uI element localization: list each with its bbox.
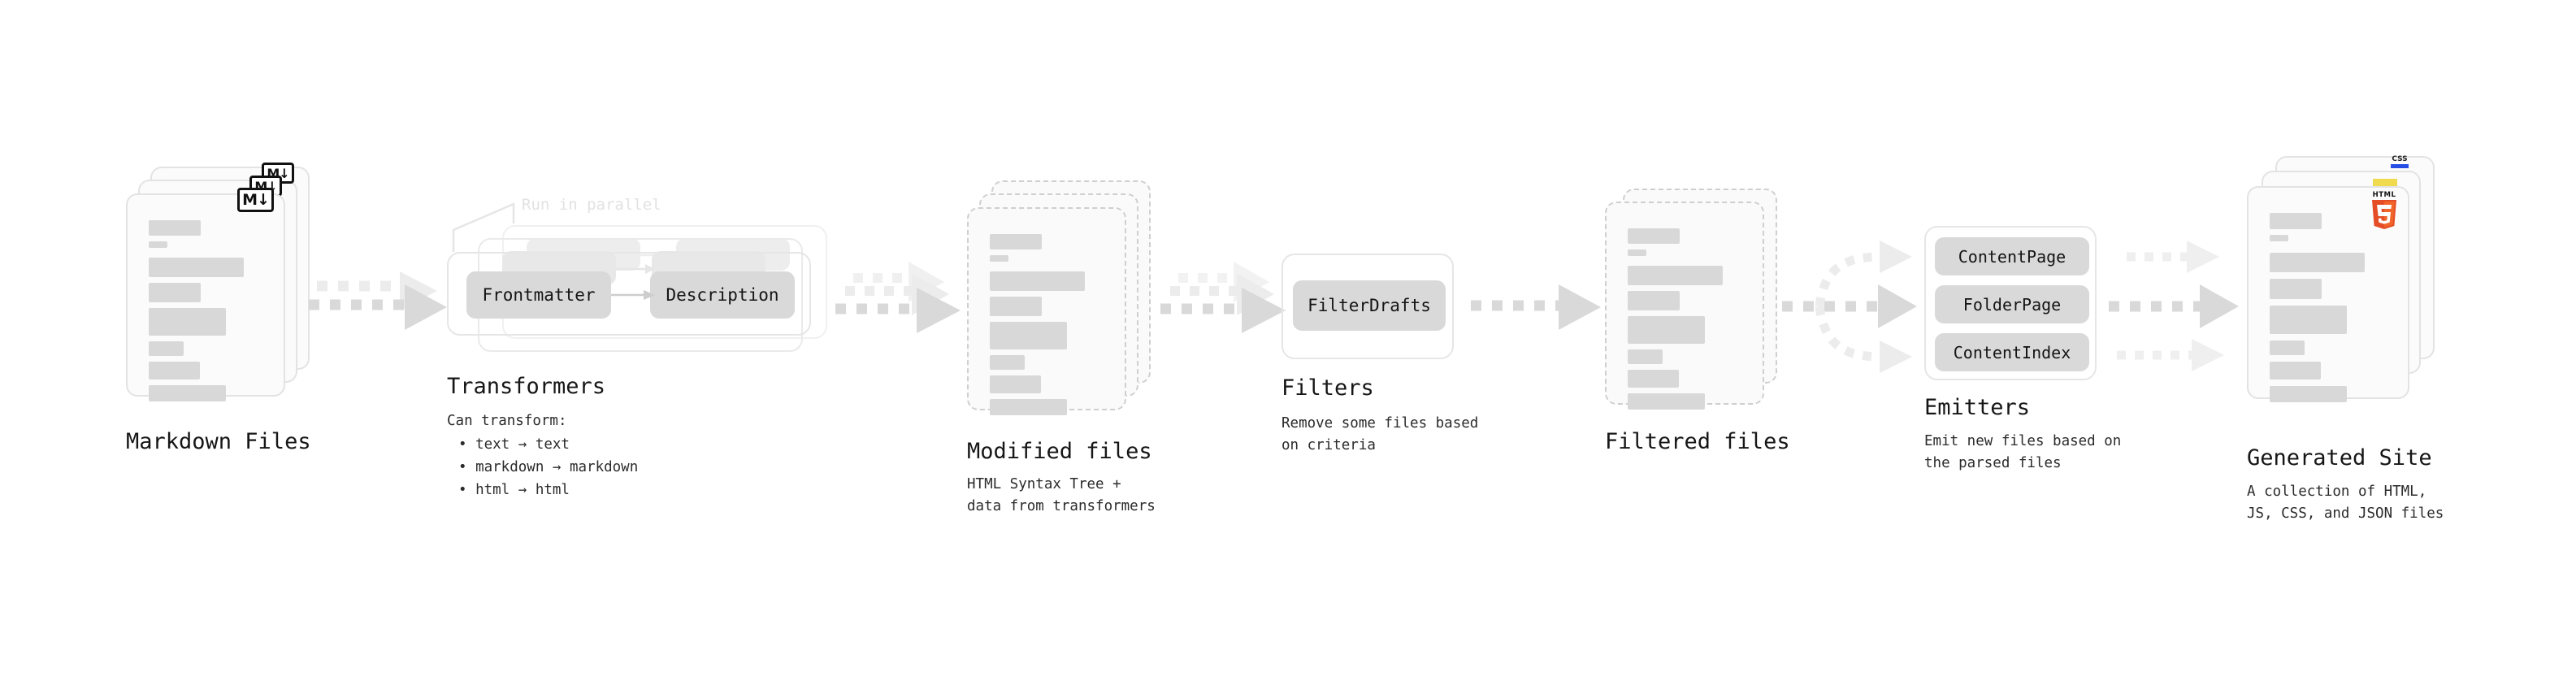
filtered-files-card-stack — [1605, 189, 1792, 432]
emitter-chip-contentpage[interactable]: ContentPage — [1935, 237, 2089, 275]
emitters-group: ContentPage FolderPage ContentIndex — [1924, 226, 2097, 380]
connector-md-to-transformers — [309, 271, 447, 330]
transformers-bullet-1: • markdown → markdown — [458, 459, 639, 475]
filters-group: FilterDrafts — [1281, 254, 1454, 359]
transformers-group: Run in parallel Frontmatter Description — [447, 191, 837, 354]
run-in-parallel-label: Run in parallel — [522, 196, 661, 214]
skeleton-line — [990, 355, 1025, 370]
modified-files-card-stack — [967, 180, 1154, 432]
connector-modified-to-filters — [1160, 262, 1286, 333]
modified-files-title: Modified files — [967, 439, 1152, 464]
emitters-title: Emitters — [1924, 395, 2031, 420]
generated-site-title: Generated Site — [2247, 445, 2432, 471]
markdown-badge-front: M↓ — [237, 188, 274, 212]
skeleton-line — [149, 283, 201, 302]
skeleton-line — [1628, 393, 1705, 410]
skeleton-line — [990, 271, 1085, 291]
filtered-page-front — [1605, 202, 1764, 410]
skeleton-line — [149, 258, 244, 277]
skeleton-line — [1628, 291, 1680, 310]
skeleton-line — [2270, 279, 2322, 299]
connector-transformers-to-modified — [835, 262, 961, 333]
transformer-panel-front: Frontmatter Description — [447, 252, 811, 336]
skeleton-line — [149, 385, 226, 401]
skeleton-line — [149, 341, 184, 356]
skeleton-line — [2270, 386, 2347, 402]
generated-site-subtitle: A collection of HTML, JS, CSS, and JSON … — [2247, 484, 2444, 523]
skeleton-line — [990, 255, 1008, 262]
skeleton-line — [1628, 316, 1705, 344]
skeleton-line — [2270, 213, 2322, 229]
run-in-parallel-leader — [452, 202, 515, 252]
skeleton-line — [149, 241, 167, 248]
skeleton-line — [149, 308, 226, 336]
transformer-arrow — [611, 290, 655, 300]
skeleton-line — [990, 297, 1042, 316]
css-badge: CSS — [2391, 155, 2409, 168]
connector-filtered-to-emitters — [1782, 241, 1917, 373]
skeleton-line — [149, 362, 200, 380]
skeleton-line — [1628, 266, 1723, 285]
filters-title: Filters — [1281, 375, 1374, 401]
skeleton-line — [990, 399, 1067, 415]
transformer-chip-frontmatter[interactable]: Frontmatter — [466, 271, 611, 319]
skeleton-line — [1628, 249, 1646, 256]
skeleton-line — [2270, 340, 2305, 355]
skeleton-line — [2270, 306, 2347, 334]
transformers-bullet-0: • text → text — [458, 436, 570, 453]
skeleton-line — [1628, 228, 1680, 244]
html5-badge: HTML — [2372, 191, 2396, 229]
emitter-chip-folderpage[interactable]: FolderPage — [1935, 285, 2089, 323]
generated-site-card-stack: CSS HTML — [2247, 155, 2442, 424]
skeleton-line — [990, 322, 1067, 349]
transformer-arrow-ghost — [616, 264, 655, 274]
connector-emitters-to-site — [2109, 241, 2239, 371]
svg-text:HTML: HTML — [2373, 191, 2396, 199]
skeleton-line — [1628, 349, 1663, 364]
transformers-title: Transformers — [447, 374, 606, 399]
skeleton-line — [2270, 362, 2321, 380]
connector-filters-to-filtered — [1471, 284, 1601, 330]
emitters-subtitle: Emit new files based on the parsed files — [1924, 433, 2122, 472]
filter-chip-filterdrafts[interactable]: FilterDrafts — [1293, 280, 1446, 331]
markdown-files-card-stack: M↓ M↓ M↓ — [126, 163, 313, 419]
markdown-files-title: Markdown Files — [126, 429, 311, 454]
skeleton-line — [2270, 235, 2288, 241]
markdown-page-front — [126, 193, 285, 401]
skeleton-line — [990, 375, 1041, 393]
emitter-chip-contentindex[interactable]: ContentIndex — [1935, 333, 2089, 371]
css-badge-label: CSS — [2392, 155, 2408, 163]
skeleton-line — [2270, 253, 2365, 272]
filters-subtitle: Remove some files based on criteria — [1281, 415, 1479, 454]
skeleton-line — [1628, 370, 1679, 388]
transformer-chip-description[interactable]: Description — [650, 271, 795, 319]
modified-page-front — [967, 207, 1126, 415]
filtered-files-title: Filtered files — [1605, 429, 1790, 454]
transformers-subtitle: Can transform: — [447, 413, 567, 429]
skeleton-line — [990, 234, 1042, 249]
modified-files-subtitle: HTML Syntax Tree + data from transformer… — [967, 476, 1156, 515]
transformers-bullet-2: • html → html — [458, 482, 570, 498]
skeleton-line — [149, 220, 201, 236]
